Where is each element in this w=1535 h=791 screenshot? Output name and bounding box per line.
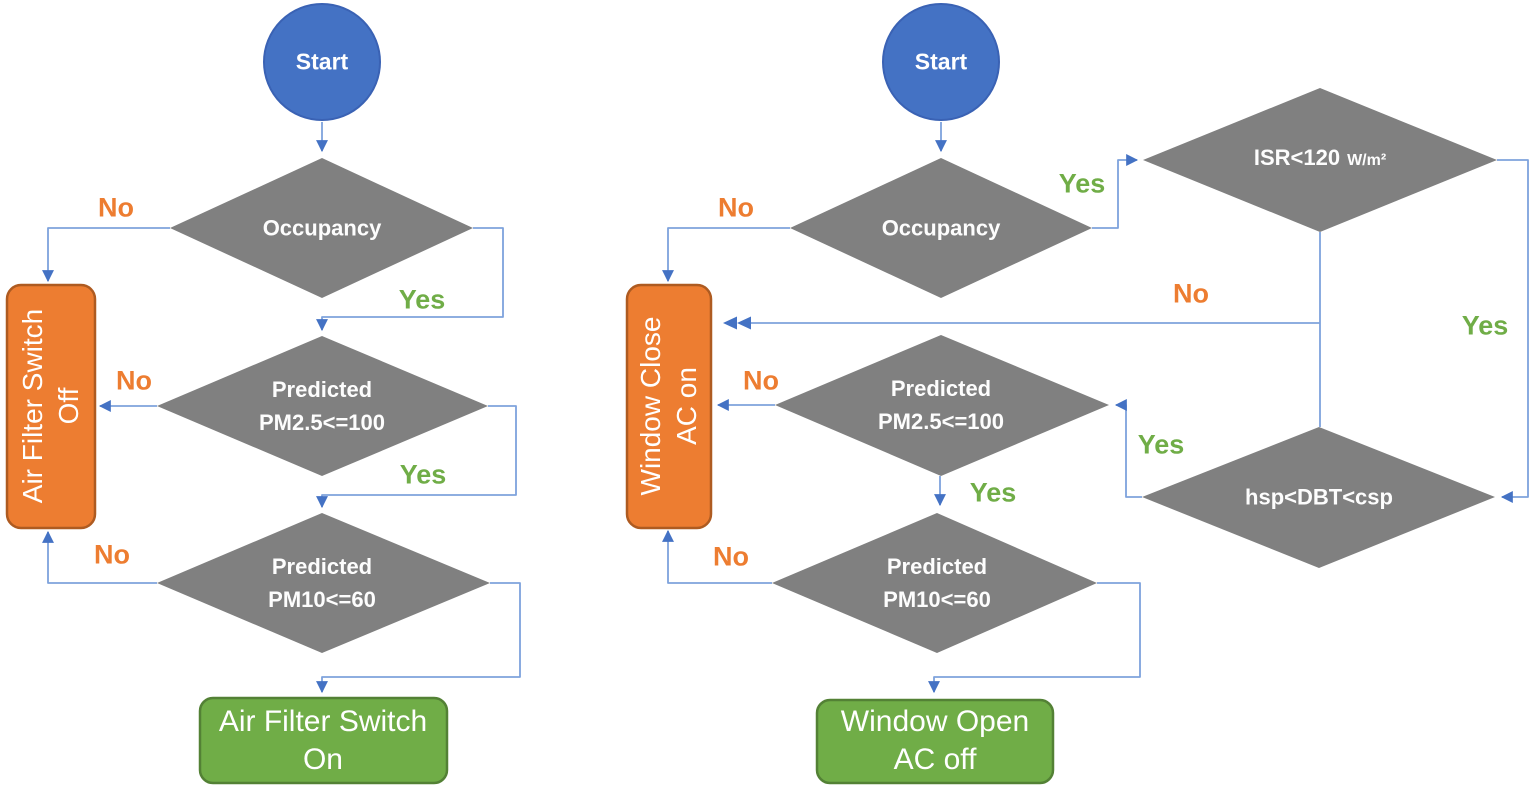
edge-right-occupancy-no: [662, 227, 790, 283]
edge-left-occupancy-yes: [316, 227, 504, 332]
left-flowchart: [5, 3, 521, 785]
edge-right-isr-yes: [1497, 159, 1529, 503]
right-isr-diamond: [1143, 88, 1497, 232]
right-occupancy-diamond: [790, 158, 1092, 298]
edge-right-hsp-yes: [1114, 399, 1142, 498]
left-pm25-diamond: [157, 336, 488, 476]
right-start-node: [882, 3, 1000, 121]
edge-right-isr-no-double-arrowhead: [723, 316, 751, 330]
right-action-close-box: [625, 283, 713, 530]
left-action-off-box: [5, 283, 97, 530]
left-result-on-box: [198, 696, 449, 785]
left-occupancy-diamond: [170, 158, 473, 298]
right-pm10-diamond: [772, 513, 1097, 653]
edge-right-pm10-no: [662, 529, 772, 584]
edge-left-pm10-no: [42, 530, 157, 584]
edge-right-occupancy-yes: [1092, 154, 1139, 229]
left-start-node: [263, 3, 381, 121]
edge-left-pm25-yes: [316, 405, 517, 509]
left-pm10-diamond: [157, 513, 490, 653]
edge-right-pm10-yes: [928, 582, 1141, 694]
right-pm25-diamond: [775, 335, 1109, 476]
edge-left-pm10-yes: [316, 582, 521, 694]
edge-left-occupancy-no: [42, 227, 170, 283]
right-result-open-box: [815, 698, 1055, 785]
right-hsp-diamond: [1142, 427, 1495, 568]
right-flowchart: [625, 3, 1529, 785]
